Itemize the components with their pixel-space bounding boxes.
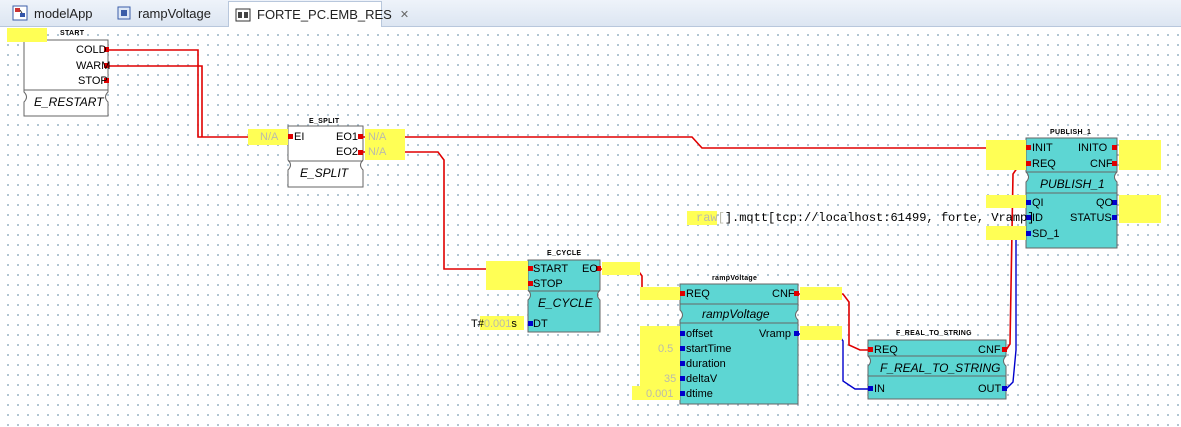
cycle-dt-highlight <box>480 316 524 330</box>
split-type-name: E_SPLIT <box>300 166 349 180</box>
split-eo1-value-field[interactable] <box>365 129 405 145</box>
cycle-dt-port[interactable]: DT <box>533 318 548 330</box>
cycle-input-highlight <box>486 261 528 290</box>
split-ei-value: N/A <box>260 131 279 143</box>
tab-label: rampVoltage <box>138 5 211 21</box>
ramp-starttime-port[interactable]: startTime <box>686 343 732 355</box>
split-eo2-port[interactable]: EO2 <box>336 146 359 158</box>
split-ei-value-field[interactable] <box>248 129 288 145</box>
start-instance-name[interactable]: START <box>60 30 85 37</box>
ramp-cnf-port[interactable]: CNF <box>772 288 795 300</box>
ramp-req-port[interactable]: REQ <box>686 288 710 300</box>
f2s-instance-name[interactable]: F_REAL_TO_STRING <box>896 330 972 337</box>
publish-id-param-highlight <box>687 211 717 225</box>
ramp-cnf-highlight <box>800 287 842 300</box>
ramp-dtime-highlight <box>632 386 680 400</box>
ramp-dtime-port[interactable]: dtime <box>686 388 713 400</box>
cycle-type-name: E_CYCLE <box>538 296 593 310</box>
application-icon <box>12 5 28 21</box>
tab-rampvoltage[interactable]: rampVoltage <box>110 1 211 25</box>
publish-event-in-highlight <box>986 140 1026 170</box>
f2s-cnf-port[interactable]: CNF <box>978 344 1001 356</box>
start-instance-highlight <box>7 28 47 42</box>
publish-qi-highlight <box>986 195 1026 208</box>
tab-modelapp[interactable]: modelApp <box>6 1 93 25</box>
ramp-type-name: rampVoltage <box>702 307 770 321</box>
cycle-stop-port[interactable]: STOP <box>533 278 563 290</box>
publish-init-port[interactable]: INIT <box>1032 142 1053 154</box>
cycle-eo-port[interactable]: EO <box>582 263 598 275</box>
publish-instance-name[interactable]: PUBLISH_1 <box>1050 129 1092 136</box>
function-block-type-icon <box>116 5 132 21</box>
cycle-dt-value[interactable]: T#0.001s <box>471 318 517 330</box>
ramp-vramp-highlight <box>800 326 842 340</box>
ramp-dtime-value[interactable]: 0.001 <box>646 388 674 400</box>
ramp-offset-port[interactable]: offset <box>686 328 713 340</box>
close-icon[interactable]: ✕ <box>399 9 410 21</box>
tab-label: FORTE_PC.EMB_RES <box>257 7 392 22</box>
start-type-name: E_RESTART <box>34 95 104 109</box>
ramp-duration-port[interactable]: duration <box>686 358 726 370</box>
split-eo2-value-field[interactable] <box>365 144 405 160</box>
f2s-out-port[interactable]: OUT <box>978 383 1002 395</box>
ramp-req-highlight <box>640 287 680 300</box>
publish-cnf-port[interactable]: CNF <box>1090 158 1113 170</box>
publish-id-parameter[interactable]: raw[].mqtt[tcp://localhost:61499, forte,… <box>696 211 1035 225</box>
start-stop-port[interactable]: STOP <box>78 75 108 87</box>
cycle-start-port[interactable]: START <box>533 263 569 275</box>
publish-id-port[interactable]: ID <box>1032 212 1043 224</box>
split-eo1-port[interactable]: EO1 <box>336 131 359 143</box>
ramp-instance-name[interactable]: rampVoltage <box>712 275 758 282</box>
publish-sd1-highlight <box>986 226 1026 240</box>
editor-tab-bar: modelApp rampVoltage FORTE_PC.EMB_RES ✕ <box>0 0 1181 27</box>
cycle-instance-name[interactable]: E_CYCLE <box>547 250 582 257</box>
tab-forte-pc-emb-res[interactable]: FORTE_PC.EMB_RES ✕ <box>228 1 409 27</box>
tab-label: modelApp <box>34 5 93 21</box>
publish-sd1-port[interactable]: SD_1 <box>1032 228 1060 240</box>
ramp-deltav-port[interactable]: deltaV <box>686 373 718 385</box>
publish-inito-port[interactable]: INITO <box>1078 142 1108 154</box>
start-warm-port[interactable]: WARM <box>76 60 111 72</box>
ramp-deltav-value[interactable]: 35 <box>664 373 677 385</box>
start-cold-port[interactable]: COLD <box>76 44 107 56</box>
split-instance-name[interactable]: E_SPLIT <box>309 118 340 125</box>
publish-qi-port[interactable]: QI <box>1032 197 1044 209</box>
cycle-output-highlight <box>602 262 640 275</box>
publish-event-out-highlight <box>1119 140 1161 170</box>
publish-qo-port[interactable]: QO <box>1096 197 1114 209</box>
resource-icon <box>235 7 251 23</box>
publish-req-port[interactable]: REQ <box>1032 158 1056 170</box>
split-eo2-value: N/A <box>368 146 387 158</box>
f2s-req-port[interactable]: REQ <box>874 344 898 356</box>
f2s-in-port[interactable]: IN <box>874 383 885 395</box>
ramp-starttime-value[interactable]: 0.5 <box>658 343 674 355</box>
split-eo1-value: N/A <box>368 131 387 143</box>
publish-status-port[interactable]: STATUS <box>1070 212 1112 224</box>
publish-type-name: PUBLISH_1 <box>1040 177 1105 191</box>
split-ei-port[interactable]: EI <box>294 131 305 143</box>
publish-data-out-highlight <box>1119 195 1161 223</box>
f2s-type-name: F_REAL_TO_STRING <box>880 361 1001 375</box>
ramp-vramp-port[interactable]: Vramp <box>759 328 791 340</box>
